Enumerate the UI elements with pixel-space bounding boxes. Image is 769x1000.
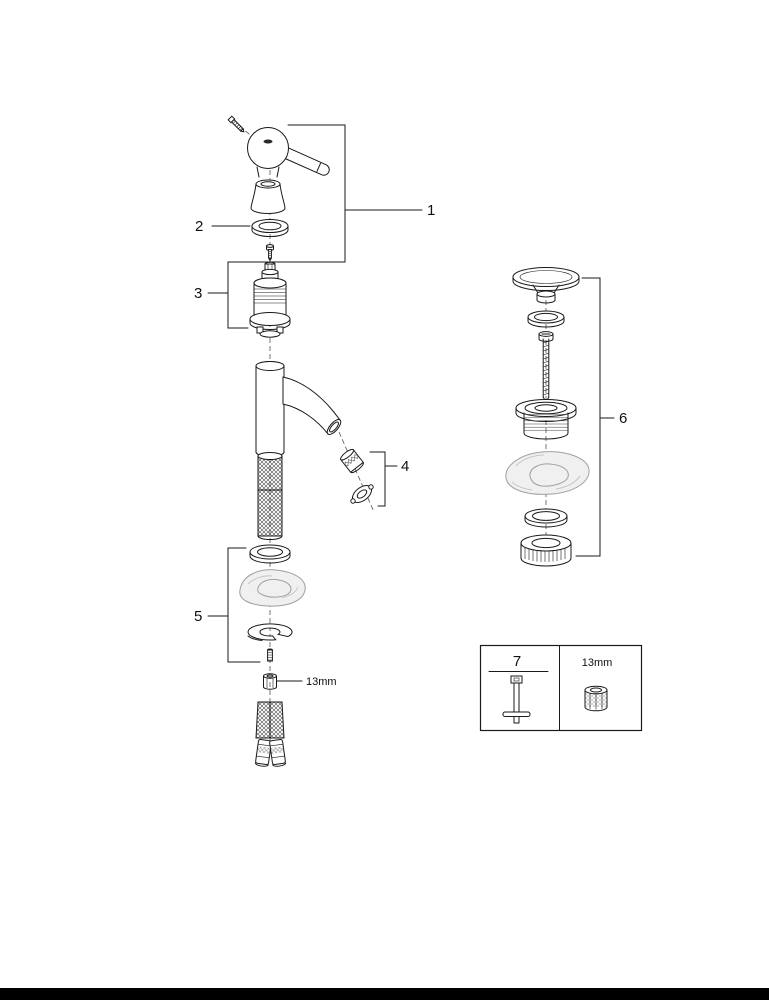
socket-tool: [502, 675, 531, 724]
aerator-parts: [340, 448, 374, 504]
callout-7: 7: [513, 653, 521, 670]
drain-stopper: [512, 267, 580, 304]
handle-dome-cap: [250, 179, 286, 214]
cartridge-screw: [266, 244, 274, 262]
retaining-ring: [251, 219, 289, 237]
handle-set-screw: [227, 115, 245, 133]
footer-bar: [0, 988, 769, 1000]
faucet-body: [255, 361, 342, 457]
toolbox-nut: [584, 685, 608, 712]
drain-washer-lower: [524, 508, 568, 528]
lever-handle: [247, 127, 330, 178]
callout-5: 5: [194, 608, 202, 625]
callout-3: 3: [194, 285, 202, 302]
cartridge: [249, 261, 291, 338]
mounting-nut: [263, 673, 277, 690]
mounting-flange-ring: [249, 544, 291, 564]
toolbox-frame: [479, 644, 643, 732]
toolbox: 7 13mm: [479, 644, 643, 732]
drain-flange: [515, 399, 577, 440]
callout-lines: [207, 124, 615, 682]
callout-6: 6: [619, 410, 627, 427]
horseshoe-washer: [247, 623, 293, 641]
threaded-shank: [257, 452, 283, 540]
callout-2: 2: [195, 218, 203, 235]
supply-hoses: [254, 701, 287, 767]
drain-locknut: [520, 534, 572, 567]
mounting-stud: [267, 648, 273, 662]
drain-gasket: [505, 451, 590, 495]
callout-4: 4: [401, 458, 409, 475]
callout-1: 1: [427, 202, 435, 219]
mounting-gasket: [239, 569, 306, 607]
toolbox-size-label: 13mm: [582, 657, 613, 669]
drain-washer-upper: [527, 310, 565, 328]
drain-screw: [538, 331, 554, 404]
wrench-size-label: 13mm: [306, 676, 337, 688]
